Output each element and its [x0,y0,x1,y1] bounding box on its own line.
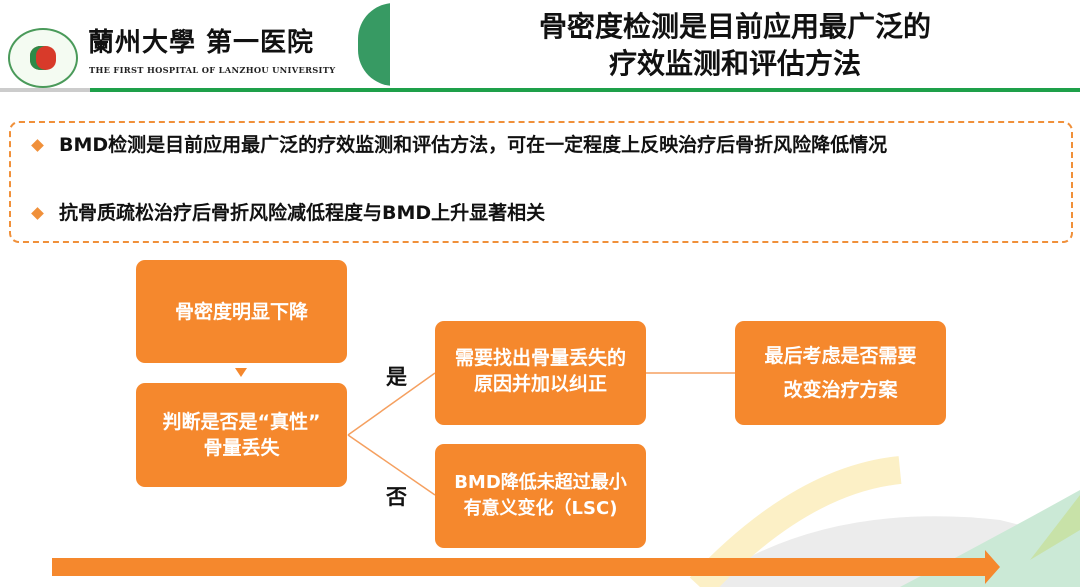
page-title: 骨密度检测是目前应用最广泛的 疗效监测和评估方法 [390,3,1080,86]
box-find-cause: 需要找出骨量丢失的原因并加以纠正 [435,321,646,425]
hospital-seal-logo [8,28,78,88]
down-arrow-icon [235,368,247,377]
box-change-treatment: 最后考虑是否需要改变治疗方案 [735,321,946,425]
logo-chinese-name: 蘭州大學 第一医院 [88,28,315,58]
box-judge-true-loss: 判断是否是“真性”骨量丢失 [136,383,347,487]
title-line-2: 疗效监测和评估方法 [608,46,861,80]
logo-english-name: THE FIRST HOSPITAL OF LANZHOU UNIVERSITY [89,65,336,75]
key-points-box: BMD检测是目前应用最广泛的疗效监测和评估方法，可在一定程度上反映治疗后骨折风险… [9,121,1073,243]
timeline-arrow [52,550,1000,584]
header-divider-gray [0,88,90,92]
label-no: 否 [386,485,407,509]
label-yes: 是 [386,365,407,389]
box-below-lsc: BMD降低未超过最小有意义变化（LSC) [435,444,646,548]
header-divider-green [90,88,1080,92]
bullet-item: 抗骨质疏松治疗后骨折风险减低程度与BMD上升显著相关 [31,197,1069,229]
title-line-1: 骨密度检测是目前应用最广泛的 [538,9,931,43]
bullet-item: BMD检测是目前应用最广泛的疗效监测和评估方法，可在一定程度上反映治疗后骨折风险… [31,129,1069,161]
box-bmd-decline: 骨密度明显下降 [136,260,347,363]
